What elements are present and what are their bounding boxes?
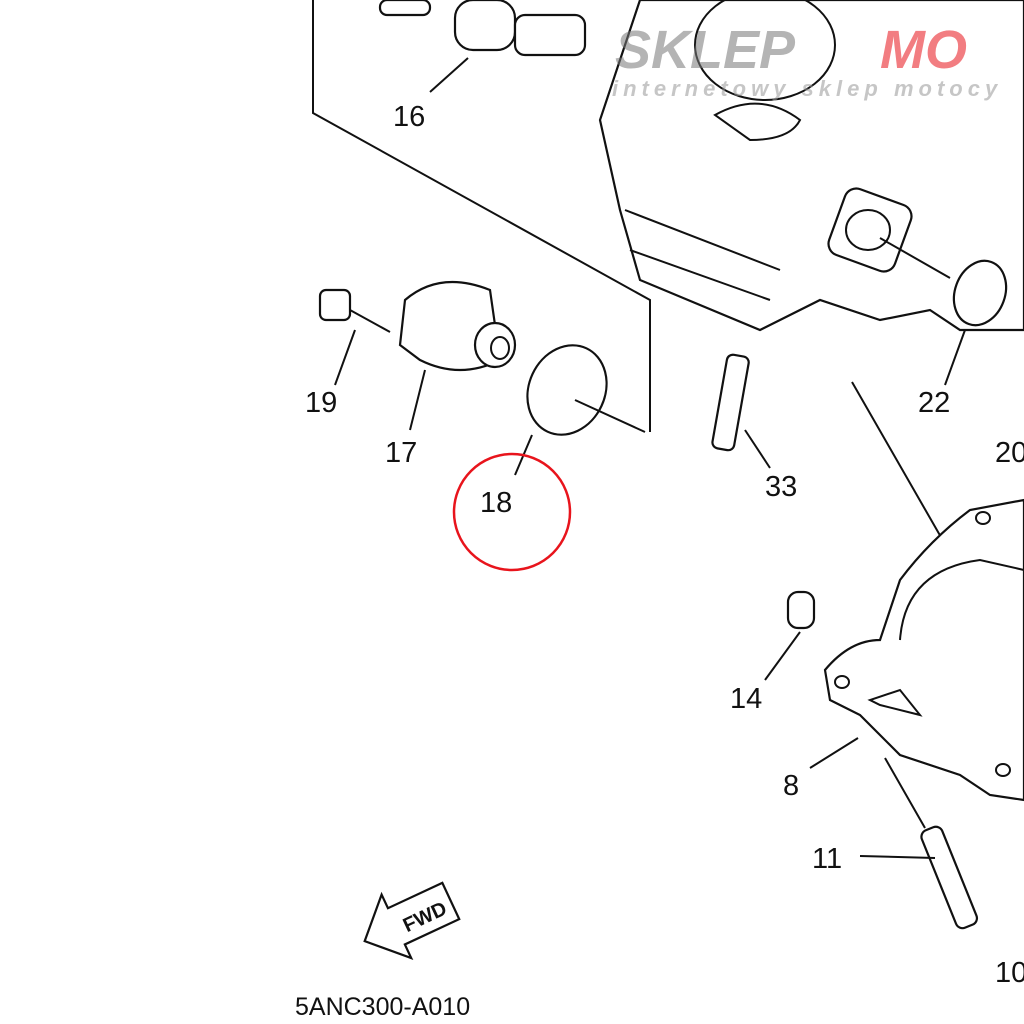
part-22-oring <box>952 259 1008 327</box>
cylinder-drawing <box>598 0 1024 332</box>
label-11: 11 <box>812 843 842 875</box>
highlight-circle <box>452 452 572 572</box>
leader-lines-18 <box>514 399 646 476</box>
label-17: 17 <box>385 437 417 469</box>
leader-line-19 <box>334 329 356 386</box>
leader-line-16 <box>429 57 469 93</box>
part-33-stud <box>711 353 750 452</box>
watermark-logo: SKLEP MO internetowy sklep motocy <box>612 20 1002 101</box>
label-19: 19 <box>305 387 337 419</box>
watermark-brand-gray: SKLEP <box>615 20 796 80</box>
leader-line-33 <box>744 429 771 469</box>
label-33: 33 <box>765 471 797 503</box>
label-18: 18 <box>480 487 512 519</box>
part-19-bolt <box>318 288 391 333</box>
fwd-arrow-icon: FWD <box>363 881 461 961</box>
label-8: 8 <box>783 770 799 802</box>
label-22: 22 <box>918 387 950 419</box>
part-14-dowel <box>786 590 816 630</box>
label-10: 10 <box>995 957 1024 989</box>
diagram-code: 5ANC300-A010 <box>295 993 470 1021</box>
part-16-drawing <box>378 0 587 57</box>
watermark-brand-red: MO <box>880 20 967 80</box>
leader-line-11 <box>859 855 936 859</box>
part-11-stud <box>920 825 979 930</box>
label-16: 16 <box>393 101 425 133</box>
group-frame-line <box>312 0 651 432</box>
label-14: 14 <box>730 683 762 715</box>
label-20: 20 <box>995 437 1024 469</box>
part-8-gasket <box>823 498 1024 802</box>
part-17-cover <box>398 280 517 372</box>
leader-lines-8 <box>809 737 926 829</box>
watermark-tagline: internetowy sklep motocy <box>612 76 1002 101</box>
leader-line-17 <box>409 369 426 431</box>
part-18-gasket <box>526 344 608 436</box>
leader-line-14 <box>764 631 801 681</box>
